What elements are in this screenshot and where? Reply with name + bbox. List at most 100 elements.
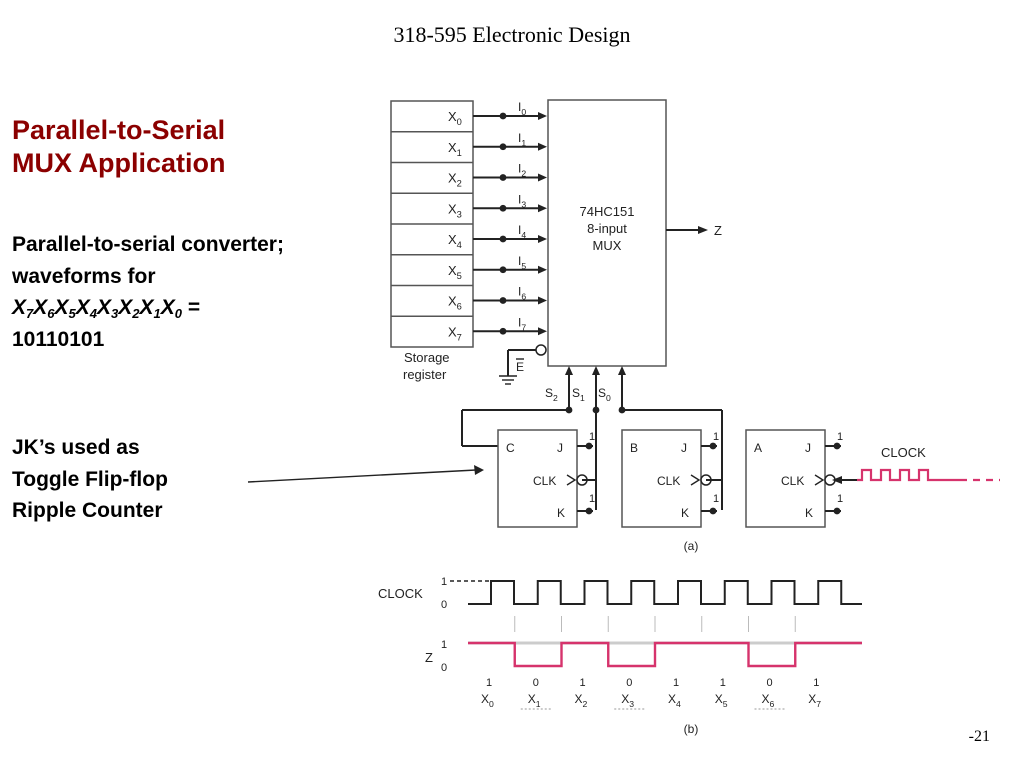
wire-junction-dot [499, 143, 507, 151]
wave-clock-high: 1 [441, 576, 447, 588]
mux-input-label: I5 [518, 254, 526, 271]
z-waveform [468, 641, 862, 668]
mux-input-arrowhead [538, 265, 547, 274]
z-bit-value: 0 [533, 677, 539, 689]
flipflop-j: J [557, 441, 563, 455]
k-value: 1 [837, 493, 843, 505]
register-cell-label: X3 [448, 201, 462, 219]
flipflop-clk: CLK [781, 474, 804, 488]
clock-input-arrowhead [832, 476, 842, 484]
x-slot-label: X0 [481, 692, 494, 709]
z-bit-value: 0 [626, 677, 632, 689]
mux-input-label: I1 [518, 131, 526, 148]
register-label-2: register [403, 367, 447, 382]
wave-z-high: 1 [441, 639, 447, 651]
clock-triangle [566, 474, 577, 486]
description: Parallel-to-serial converter; waveforms … [12, 229, 284, 355]
mux-input-label: I0 [518, 100, 526, 117]
wire-junction-dot [499, 327, 507, 335]
register-cell-label: X1 [448, 140, 462, 158]
mux-74hc151 [547, 99, 667, 367]
flipflop-name: C [506, 441, 515, 455]
flipflop-clk: CLK [533, 474, 556, 488]
x-slot-label: X4 [668, 692, 681, 709]
enable-label: E [516, 360, 524, 374]
wire-junction-dot [499, 266, 507, 274]
z-bit-value: 0 [767, 677, 773, 689]
desc-equals: = [187, 296, 201, 319]
wire-junction-dot [499, 204, 507, 212]
flipflop-k: K [557, 506, 565, 520]
flipflop-name: A [754, 441, 762, 455]
mux-name-3: MUX [593, 238, 622, 253]
mux-output-label: Z [714, 223, 722, 238]
clock-input-waveform [857, 468, 960, 482]
x-slot-label: X1 [528, 692, 541, 709]
j-value: 1 [589, 431, 595, 443]
flipflop-body [621, 429, 702, 528]
wave-z-label: Z [425, 650, 433, 665]
note-line-1: JK’s used as [12, 436, 140, 459]
mux-input-label: I7 [518, 315, 526, 332]
j-value: 1 [837, 431, 843, 443]
select-label: S0 [598, 386, 611, 403]
mux-input-label: I6 [518, 285, 526, 302]
x-term: X3 [97, 296, 119, 321]
flipflop-name: B [630, 441, 638, 455]
z-bit-value: 1 [720, 677, 726, 689]
x-term: X7 [12, 296, 34, 321]
register-cell-label: X6 [448, 294, 462, 312]
flipflop-k: K [681, 506, 689, 520]
wire-junction-dot [499, 112, 507, 120]
caption-b: (b) [684, 722, 699, 736]
x-term: X5 [54, 296, 76, 321]
wave-clock-low: 0 [441, 599, 447, 611]
flipflop-note: JK’s used as Toggle Flip-flop Ripple Cou… [12, 432, 168, 527]
register-cell-label: X5 [448, 263, 462, 281]
wave-z-low: 0 [441, 662, 447, 674]
clock-input-label: CLOCK [881, 445, 926, 460]
desc-line-1: Parallel-to-serial converter; [12, 233, 284, 256]
x-slot-label: X5 [715, 692, 728, 709]
x-term: X1 [139, 296, 161, 321]
x-slot-label: X3 [621, 692, 634, 709]
caption-a: (a) [684, 539, 699, 553]
k-value: 1 [589, 493, 595, 505]
j-dot [709, 442, 717, 450]
select-label: S1 [572, 386, 585, 403]
mux-input-arrowhead [538, 296, 547, 305]
slide-header: 318-595 Electronic Design [393, 22, 631, 47]
k-dot [709, 507, 717, 515]
slide-title: Parallel-to-Serial MUX Application [12, 114, 226, 180]
z-bit-value: 1 [486, 677, 492, 689]
x-term: X0 [160, 296, 182, 321]
page-number: -21 [968, 728, 990, 745]
register-cell-label: X2 [448, 171, 462, 189]
x-term: X4 [75, 296, 97, 321]
mux-input-label: I3 [518, 192, 526, 209]
x-term: X6 [33, 296, 55, 321]
register-cell-label: X0 [448, 109, 462, 127]
flipflop-j: J [681, 441, 687, 455]
mux-input-arrowhead [538, 142, 547, 151]
mux-name-1: 74HC151 [580, 204, 635, 219]
flipflop-clk: CLK [657, 474, 680, 488]
wave-clock-label: CLOCK [378, 586, 423, 601]
register-cell-label: X7 [448, 324, 462, 342]
x-slot-label: X7 [808, 692, 821, 709]
mux-output-arrowhead [698, 226, 708, 234]
enable-bubble [535, 344, 547, 356]
annotation-arrow [247, 469, 477, 483]
annotation-arrowhead [474, 465, 484, 475]
x-term: X2 [118, 296, 140, 321]
x-sequence: X7X6X5X4X3X2X1X0 [12, 296, 182, 321]
select-arrowhead [565, 366, 573, 375]
note-line-3: Ripple Counter [12, 499, 163, 522]
k-dot [833, 507, 841, 515]
clock-waveform [468, 580, 862, 605]
mux-input-arrowhead [538, 173, 547, 182]
register-label-1: Storage [404, 350, 450, 365]
wire-junction-dot [499, 174, 507, 181]
